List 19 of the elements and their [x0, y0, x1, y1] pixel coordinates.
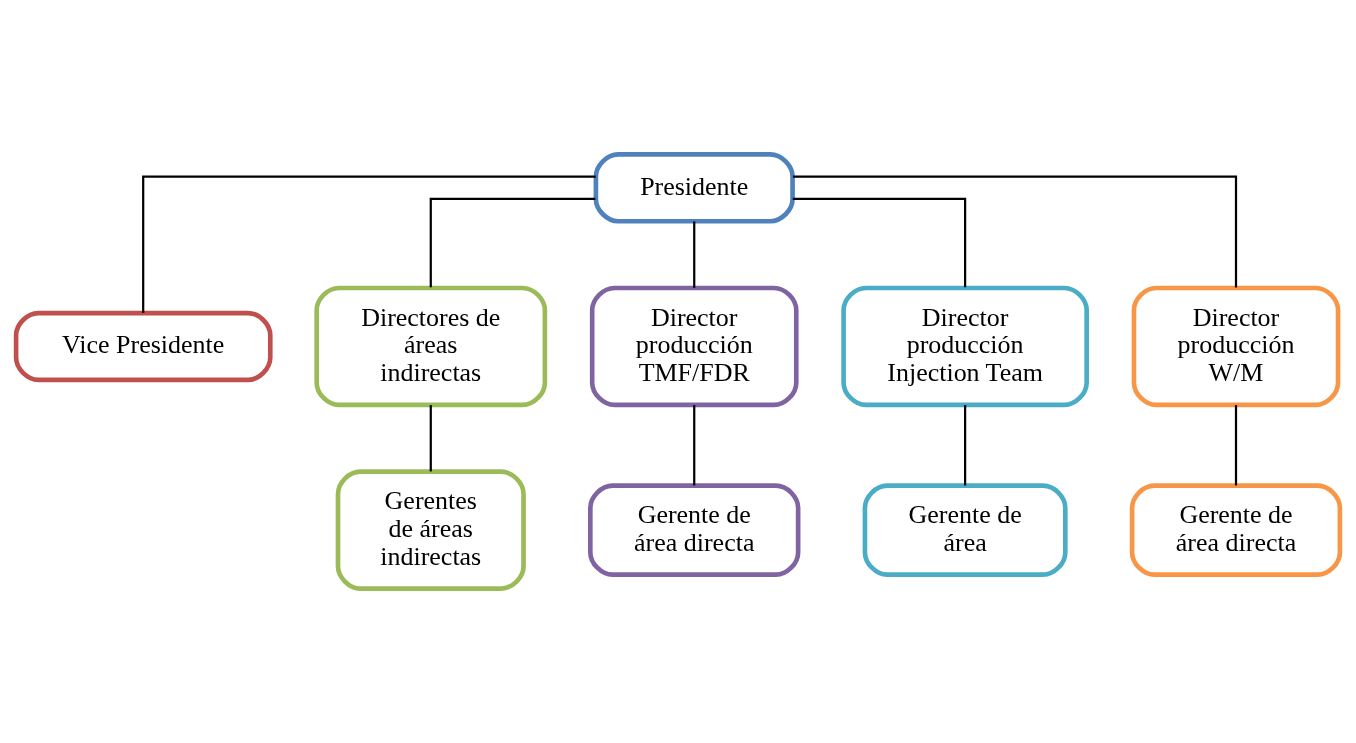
connector: [1234, 405, 1238, 486]
connector: [693, 221, 696, 288]
connector: [429, 197, 596, 288]
connector: [792, 197, 967, 288]
node-box: Director producción TMF/FDR: [589, 285, 799, 408]
node-box: Director producción W/M: [1131, 285, 1341, 408]
node-box: Director producción Injection Team: [841, 285, 1089, 408]
connector: [429, 405, 432, 472]
node-box: Presidente: [593, 152, 795, 224]
connector: [142, 175, 596, 313]
node-box: Gerente de área directa: [1129, 483, 1343, 577]
node-box: Gerente de área: [862, 483, 1068, 577]
connector: [964, 405, 967, 486]
node-box: Gerentes de áreas indirectas: [335, 469, 526, 591]
connector: [793, 175, 1238, 288]
connector: [693, 405, 696, 486]
node-box: Directores de áreas indirectas: [314, 285, 548, 408]
node-box: Gerente de área directa: [588, 483, 801, 577]
node-box: Vice Presidente: [13, 310, 273, 383]
